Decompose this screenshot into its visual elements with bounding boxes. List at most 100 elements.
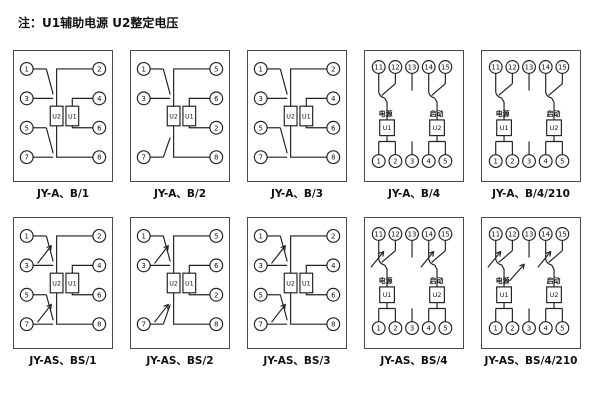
terminal-1 xyxy=(488,154,503,169)
terminal-label: 4 xyxy=(544,325,548,333)
terminal-label: 11 xyxy=(491,64,500,72)
terminal-label: 3 xyxy=(25,262,29,270)
element-box-label: U2 xyxy=(169,279,178,287)
wire xyxy=(271,245,286,264)
wire xyxy=(384,264,388,287)
terminal-label: 3 xyxy=(410,325,414,333)
terminal-2 xyxy=(326,62,341,76)
terminal-label: 6 xyxy=(331,291,335,299)
terminal-label: 5 xyxy=(560,158,564,166)
wire xyxy=(45,235,54,262)
terminal-label: 15 xyxy=(558,64,567,72)
reset-arrow-icon xyxy=(163,303,169,310)
wire xyxy=(162,235,171,262)
element-box-label: U2 xyxy=(286,279,295,287)
element-box-U1 xyxy=(65,272,80,294)
terminal-label: 4 xyxy=(97,95,101,103)
terminal-label: 5 xyxy=(259,124,263,132)
terminal-5 xyxy=(438,154,453,169)
terminal-8 xyxy=(326,150,341,165)
wire xyxy=(431,250,446,263)
wire xyxy=(279,68,288,95)
terminal-label: 7 xyxy=(142,321,146,329)
terminal-label: 7 xyxy=(142,154,146,162)
element-box-label: U2 xyxy=(433,124,442,132)
terminal-label: 14 xyxy=(424,231,433,239)
wire xyxy=(71,97,93,107)
wire xyxy=(162,68,171,95)
terminal-label: 1 xyxy=(377,325,381,333)
wire xyxy=(551,97,555,120)
note-text: 注：U1辅助电源 U2整定电压 xyxy=(18,16,179,30)
wire xyxy=(498,250,513,263)
contact-hook-icon xyxy=(428,92,435,99)
element-box-label: U2 xyxy=(52,279,61,287)
reset-arrow-icon xyxy=(46,303,52,310)
terminal-label: 15 xyxy=(441,231,450,239)
terminal-label: 2 xyxy=(510,325,514,333)
terminal-15 xyxy=(438,227,453,241)
wire xyxy=(56,68,93,107)
contact-hook-icon xyxy=(545,259,552,266)
terminal-label: 1 xyxy=(142,233,146,241)
diagram-text-label: 电源 xyxy=(496,109,510,118)
wire xyxy=(154,304,169,323)
wire xyxy=(381,83,396,96)
terminal-label: 1 xyxy=(377,158,381,166)
terminal-label: 12 xyxy=(508,231,517,239)
terminal-label: 8 xyxy=(331,321,335,329)
wire xyxy=(37,304,52,323)
terminal-11 xyxy=(488,227,503,241)
terminal-label: 8 xyxy=(214,321,218,329)
terminal-label: 14 xyxy=(424,64,433,72)
diagram-caption: JY-A、B/4/210 xyxy=(492,188,570,200)
element-box-label: U1 xyxy=(302,112,311,120)
wire xyxy=(56,125,93,158)
element-box-label: U2 xyxy=(550,291,559,299)
wire xyxy=(370,251,385,268)
element-box-label: U2 xyxy=(286,112,295,120)
terminal-label: 4 xyxy=(331,262,335,270)
wire xyxy=(548,250,563,263)
wire xyxy=(508,263,525,282)
terminal-5 xyxy=(253,287,268,302)
terminal-label: 2 xyxy=(393,325,397,333)
terminal-3 xyxy=(405,154,419,169)
terminal-label: 1 xyxy=(25,233,29,241)
terminal-label: 7 xyxy=(25,154,29,162)
diagram-text-label: 电源 xyxy=(379,276,393,285)
terminal-label: 5 xyxy=(443,325,447,333)
terminal-12 xyxy=(505,227,520,241)
terminal-1 xyxy=(253,62,268,76)
terminal-label: 2 xyxy=(214,291,218,299)
wire xyxy=(45,294,54,321)
contact-hook-icon xyxy=(378,92,385,99)
terminal-7 xyxy=(253,317,268,332)
terminal-4 xyxy=(326,258,341,273)
wire xyxy=(381,250,396,263)
wire xyxy=(279,127,288,154)
terminal-label: 1 xyxy=(259,66,263,74)
terminal-2 xyxy=(326,229,341,243)
reset-arrow-icon xyxy=(280,244,286,251)
wire xyxy=(501,97,505,120)
element-box-U1 xyxy=(182,272,197,294)
terminal-label: 6 xyxy=(214,95,218,103)
element-box-label: U1 xyxy=(500,124,509,132)
terminal-5 xyxy=(253,120,268,135)
wire xyxy=(188,125,210,129)
terminal-14 xyxy=(421,227,436,241)
wire xyxy=(290,68,327,107)
wire xyxy=(434,97,438,120)
terminal-label: 5 xyxy=(259,291,263,299)
